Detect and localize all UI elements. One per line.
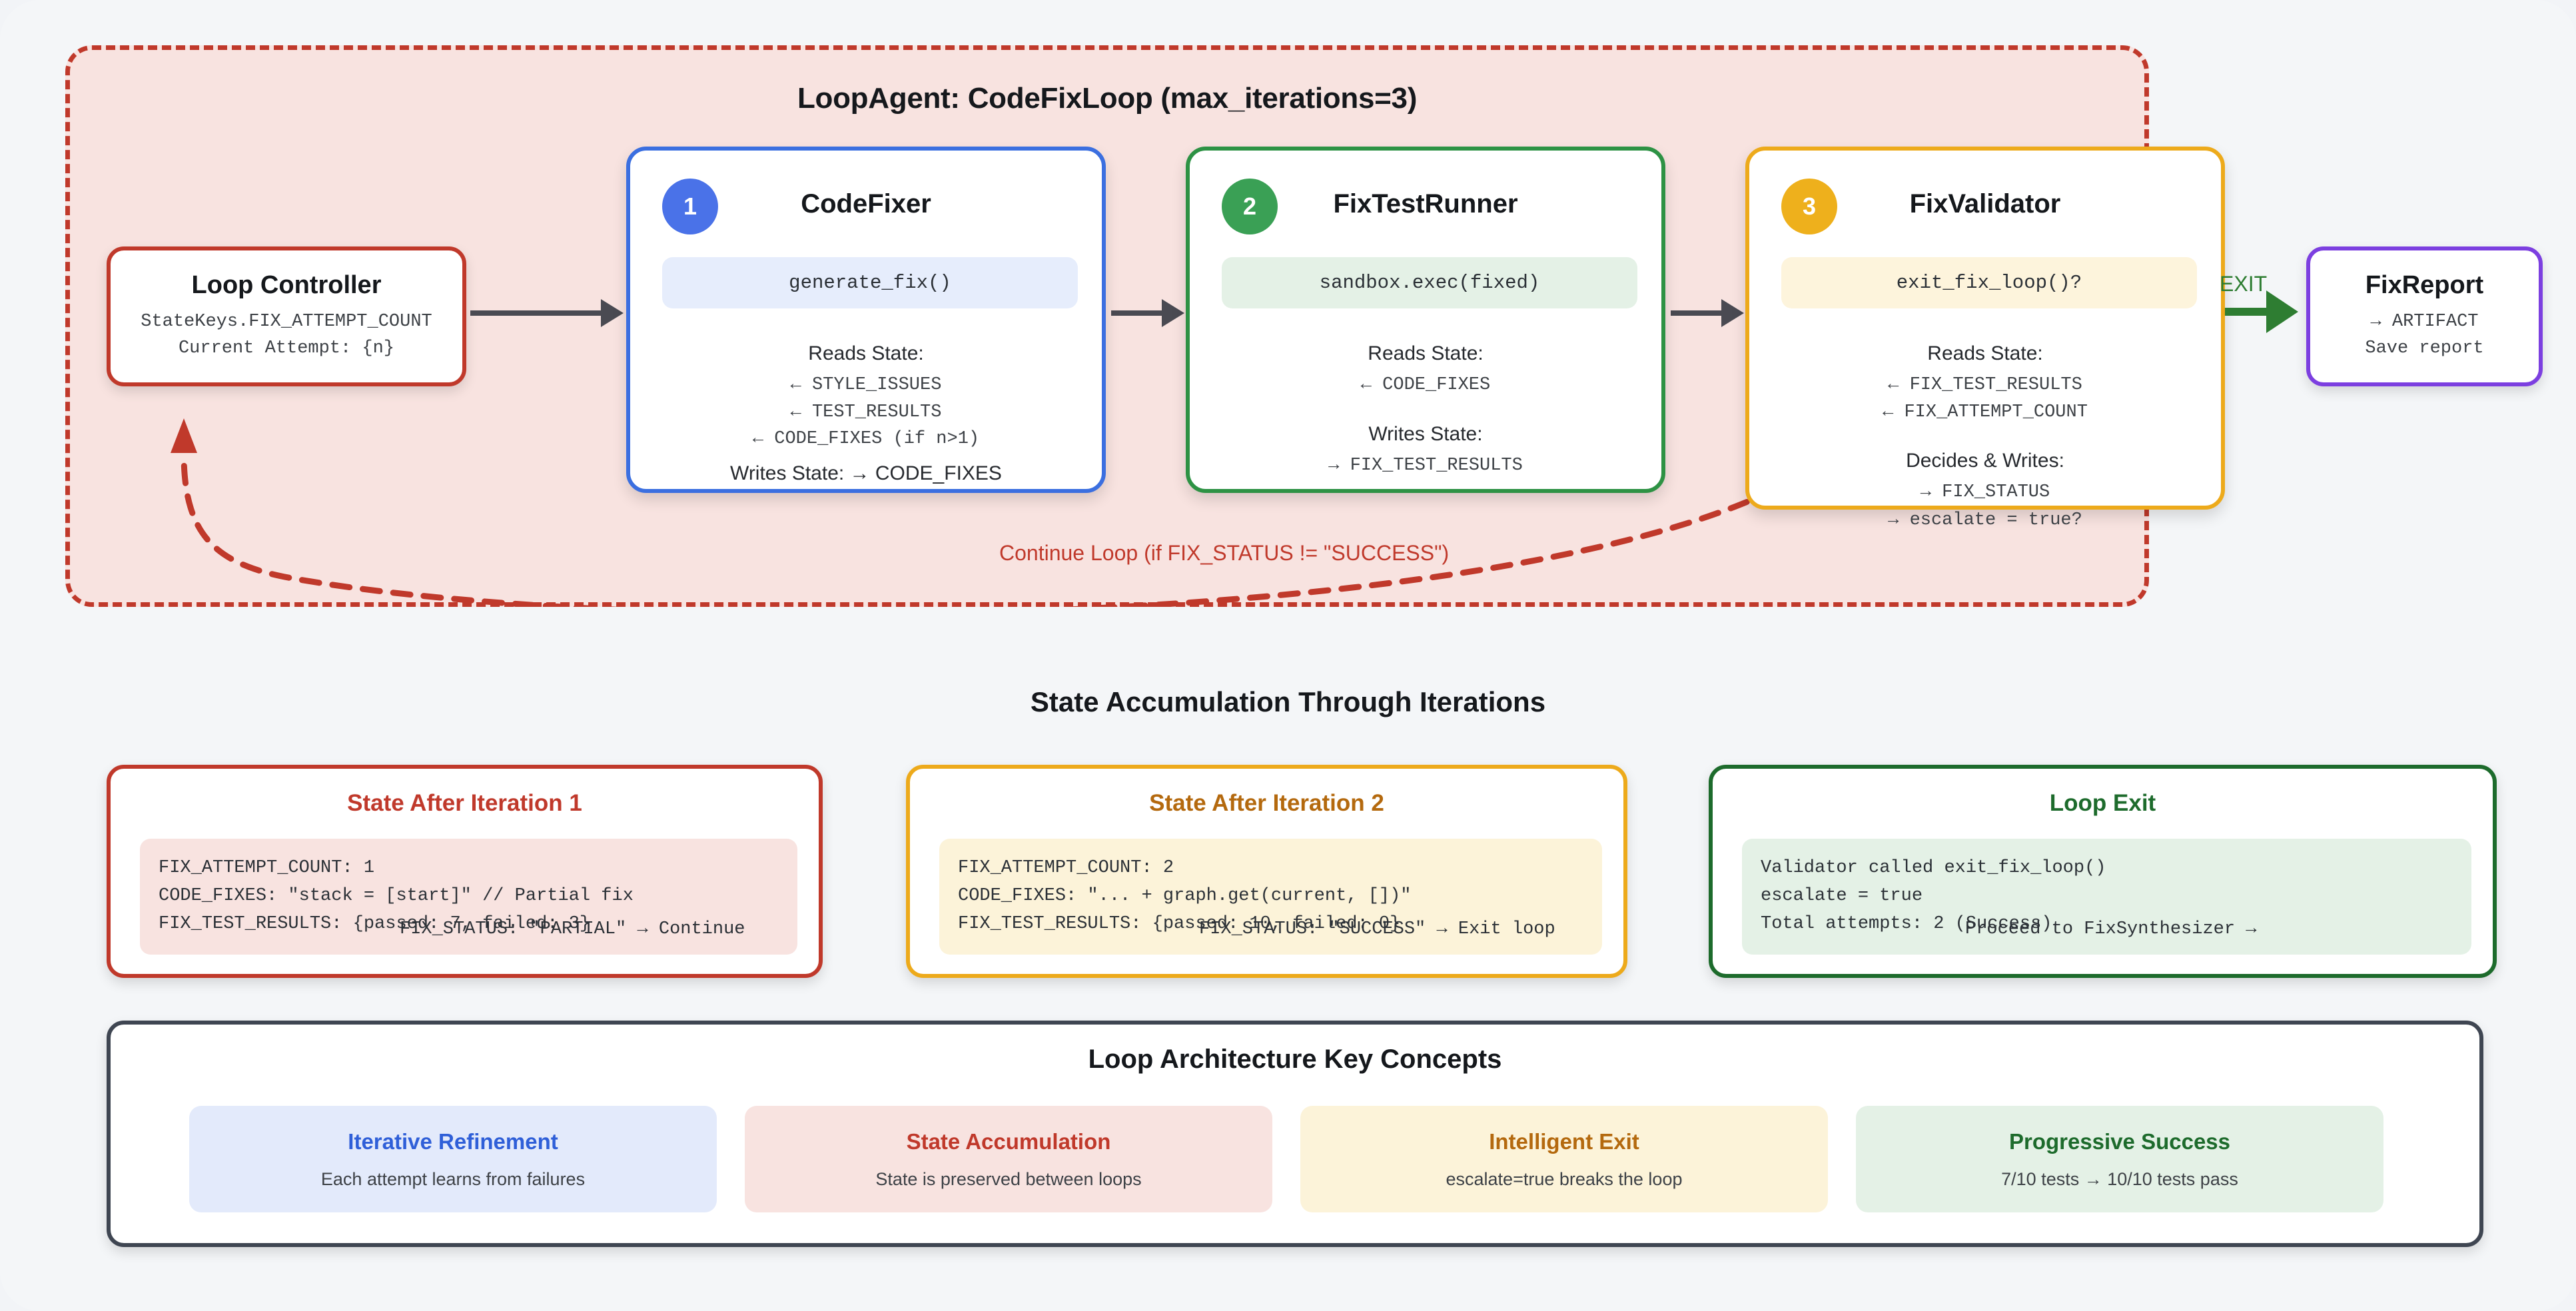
writes-state-item: → FIX_STATUS (1920, 482, 2050, 502)
concept-desc: escalate=true breaks the loop (1446, 1168, 1683, 1189)
state-card-title: State After Iteration 1 (347, 790, 582, 816)
writes-state-inline: Writes State: → CODE_FIXES (730, 462, 1002, 484)
reads-state-label: Reads State: (808, 342, 924, 364)
agent-title-codefixer: CodeFixer (801, 189, 931, 218)
reads-state-item: ← FIX_TEST_RESULTS (1888, 375, 2082, 395)
fixreport-title: FixReport (2365, 271, 2484, 300)
state-card-footer-3: Proceed to FixSynthesizer → (1965, 919, 2257, 939)
state-card-iteration-2[interactable]: State After Iteration 2 FIX_ATTEMPT_COUN… (906, 765, 1627, 978)
arrow-validator-to-fixreport (2225, 290, 2298, 333)
reads-state-item: ← FIX_ATTEMPT_COUNT (1883, 402, 2088, 422)
agent-body-fixvalidator: Reads State: ← FIX_TEST_RESULTS ← FIX_AT… (1749, 336, 2221, 506)
reads-state-label: Reads State: (1368, 342, 1484, 364)
state-card-footer-2: FIX_STATUS: "SUCCESS" → Exit loop (1199, 919, 1555, 939)
agent-code-fixtestrunner: sandbox.exec(fixed) (1222, 257, 1637, 308)
escalate-flag-note: → escalate = true? (1888, 510, 2082, 530)
fixreport-artifact: → ARTIFACT (2370, 312, 2479, 332)
state-card-body: Validator called exit_fix_loop() escalat… (1742, 839, 2471, 955)
state-line: escalate = true (1761, 885, 1923, 906)
agent-title-fixvalidator: FixValidator (1909, 189, 2061, 218)
state-line: CODE_FIXES: "... + graph.get(current, []… (958, 885, 1412, 906)
key-concepts-panel: Loop Architecture Key Concepts Iterative… (107, 1021, 2483, 1247)
key-concepts-title: Loop Architecture Key Concepts (1088, 1045, 1502, 1074)
concept-desc: State is preserved between loops (875, 1168, 1142, 1189)
state-card-loop-exit[interactable]: Loop Exit Validator called exit_fix_loop… (1709, 765, 2497, 978)
agent-code-codefixer: generate_fix() (662, 257, 1078, 308)
concept-card-intelligent-exit[interactable]: Intelligent Exit escalate=true breaks th… (1300, 1106, 1828, 1212)
concept-title: State Accumulation (906, 1128, 1111, 1154)
state-card-body: FIX_ATTEMPT_COUNT: 2 CODE_FIXES: "... + … (939, 839, 1602, 955)
state-line: FIX_TEST_RESULTS: {passed: 10, failed: 0… (958, 913, 1401, 934)
fixreport-save: Save report (2365, 338, 2484, 358)
agent-title-fixtestrunner: FixTestRunner (1333, 189, 1518, 218)
agent-body-fixtestrunner: Reads State: ← CODE_FIXES Writes State: … (1190, 336, 1661, 479)
concept-card-state-accumulation[interactable]: State Accumulation State is preserved be… (745, 1106, 1272, 1212)
reads-state-item: ← CODE_FIXES (if n>1) (752, 429, 980, 449)
state-card-title: Loop Exit (2049, 790, 2156, 816)
concept-desc: 7/10 tests → 10/10 tests pass (2001, 1168, 2238, 1189)
arrow-testrunner-to-validator (1671, 299, 1744, 327)
loop-agent-title: LoopAgent: CodeFixLoop (max_iterations=3… (797, 82, 1418, 115)
state-card-body: FIX_ATTEMPT_COUNT: 1 CODE_FIXES: "stack … (140, 839, 797, 955)
state-card-title: State After Iteration 2 (1149, 790, 1384, 816)
key-concepts-row: Iterative Refinement Each attempt learns… (189, 1106, 2407, 1212)
state-line: FIX_ATTEMPT_COUNT: 2 (958, 858, 1174, 878)
concept-title: Iterative Refinement (348, 1128, 558, 1154)
state-line: CODE_FIXES: "stack = [start]" // Partial… (159, 885, 634, 906)
agent-card-codefixer[interactable]: 1 CodeFixer generate_fix() Reads State: … (626, 147, 1106, 493)
arrow-controller-to-codefixer (470, 299, 624, 327)
exit-label: EXIT (2220, 272, 2268, 296)
concept-card-iterative-refinement[interactable]: Iterative Refinement Each attempt learns… (189, 1106, 717, 1212)
concept-desc: Each attempt learns from failures (320, 1168, 586, 1189)
agent-code-fixvalidator: exit_fix_loop()? (1781, 257, 2197, 308)
decides-writes-label: Decides & Writes: (1906, 450, 2064, 472)
reads-state-item: ← TEST_RESULTS (790, 402, 942, 422)
agent-card-fixtestrunner[interactable]: 2 FixTestRunner sandbox.exec(fixed) Read… (1186, 147, 1665, 493)
step-badge-1: 1 (662, 179, 718, 234)
agent-body-codefixer: Reads State: ← STYLE_ISSUES ← TEST_RESUL… (630, 336, 1102, 485)
loop-controller-node[interactable]: Loop Controller StateKeys.FIX_ATTEMPT_CO… (107, 246, 466, 386)
writes-state-item: → FIX_TEST_RESULTS (1328, 455, 1523, 476)
state-line: Validator called exit_fix_loop() (1761, 858, 2106, 878)
continue-loop-label: Continue Loop (if FIX_STATUS != "SUCCESS… (999, 541, 1450, 565)
step-badge-3: 3 (1781, 179, 1837, 234)
reads-state-item: ← CODE_FIXES (1360, 375, 1491, 395)
state-line: FIX_ATTEMPT_COUNT: 1 (159, 858, 375, 878)
loop-controller-attempt: Current Attempt: {n} (178, 338, 395, 358)
arrow-codefixer-to-testrunner (1111, 299, 1184, 327)
reads-state-label: Reads State: (1927, 342, 2043, 364)
reads-state-item: ← STYLE_ISSUES (790, 375, 942, 395)
fixreport-node[interactable]: FixReport → ARTIFACT Save report (2306, 246, 2543, 386)
concept-title: Progressive Success (2008, 1128, 2231, 1154)
state-card-iteration-1[interactable]: State After Iteration 1 FIX_ATTEMPT_COUN… (107, 765, 823, 978)
agent-card-fixvalidator[interactable]: 3 FixValidator exit_fix_loop()? Reads St… (1745, 147, 2225, 530)
step-badge-2: 2 (1222, 179, 1278, 234)
writes-state-label: Writes State: (1368, 422, 1483, 445)
state-card-footer-1: FIX_STATUS: "PARTIAL" → Continue (400, 919, 745, 939)
state-accumulation-heading: State Accumulation Through Iterations (1030, 686, 1546, 717)
loop-controller-title: Loop Controller (191, 271, 382, 300)
concept-title: Intelligent Exit (1489, 1128, 1639, 1154)
state-line: Total attempts: 2 (Success) (1761, 913, 2052, 934)
state-line: FIX_TEST_RESULTS: {passed: 7, failed: 3} (159, 913, 591, 934)
concept-card-progressive-success[interactable]: Progressive Success 7/10 tests → 10/10 t… (1856, 1106, 2383, 1212)
loop-controller-statekey: StateKeys.FIX_ATTEMPT_COUNT (141, 312, 432, 332)
